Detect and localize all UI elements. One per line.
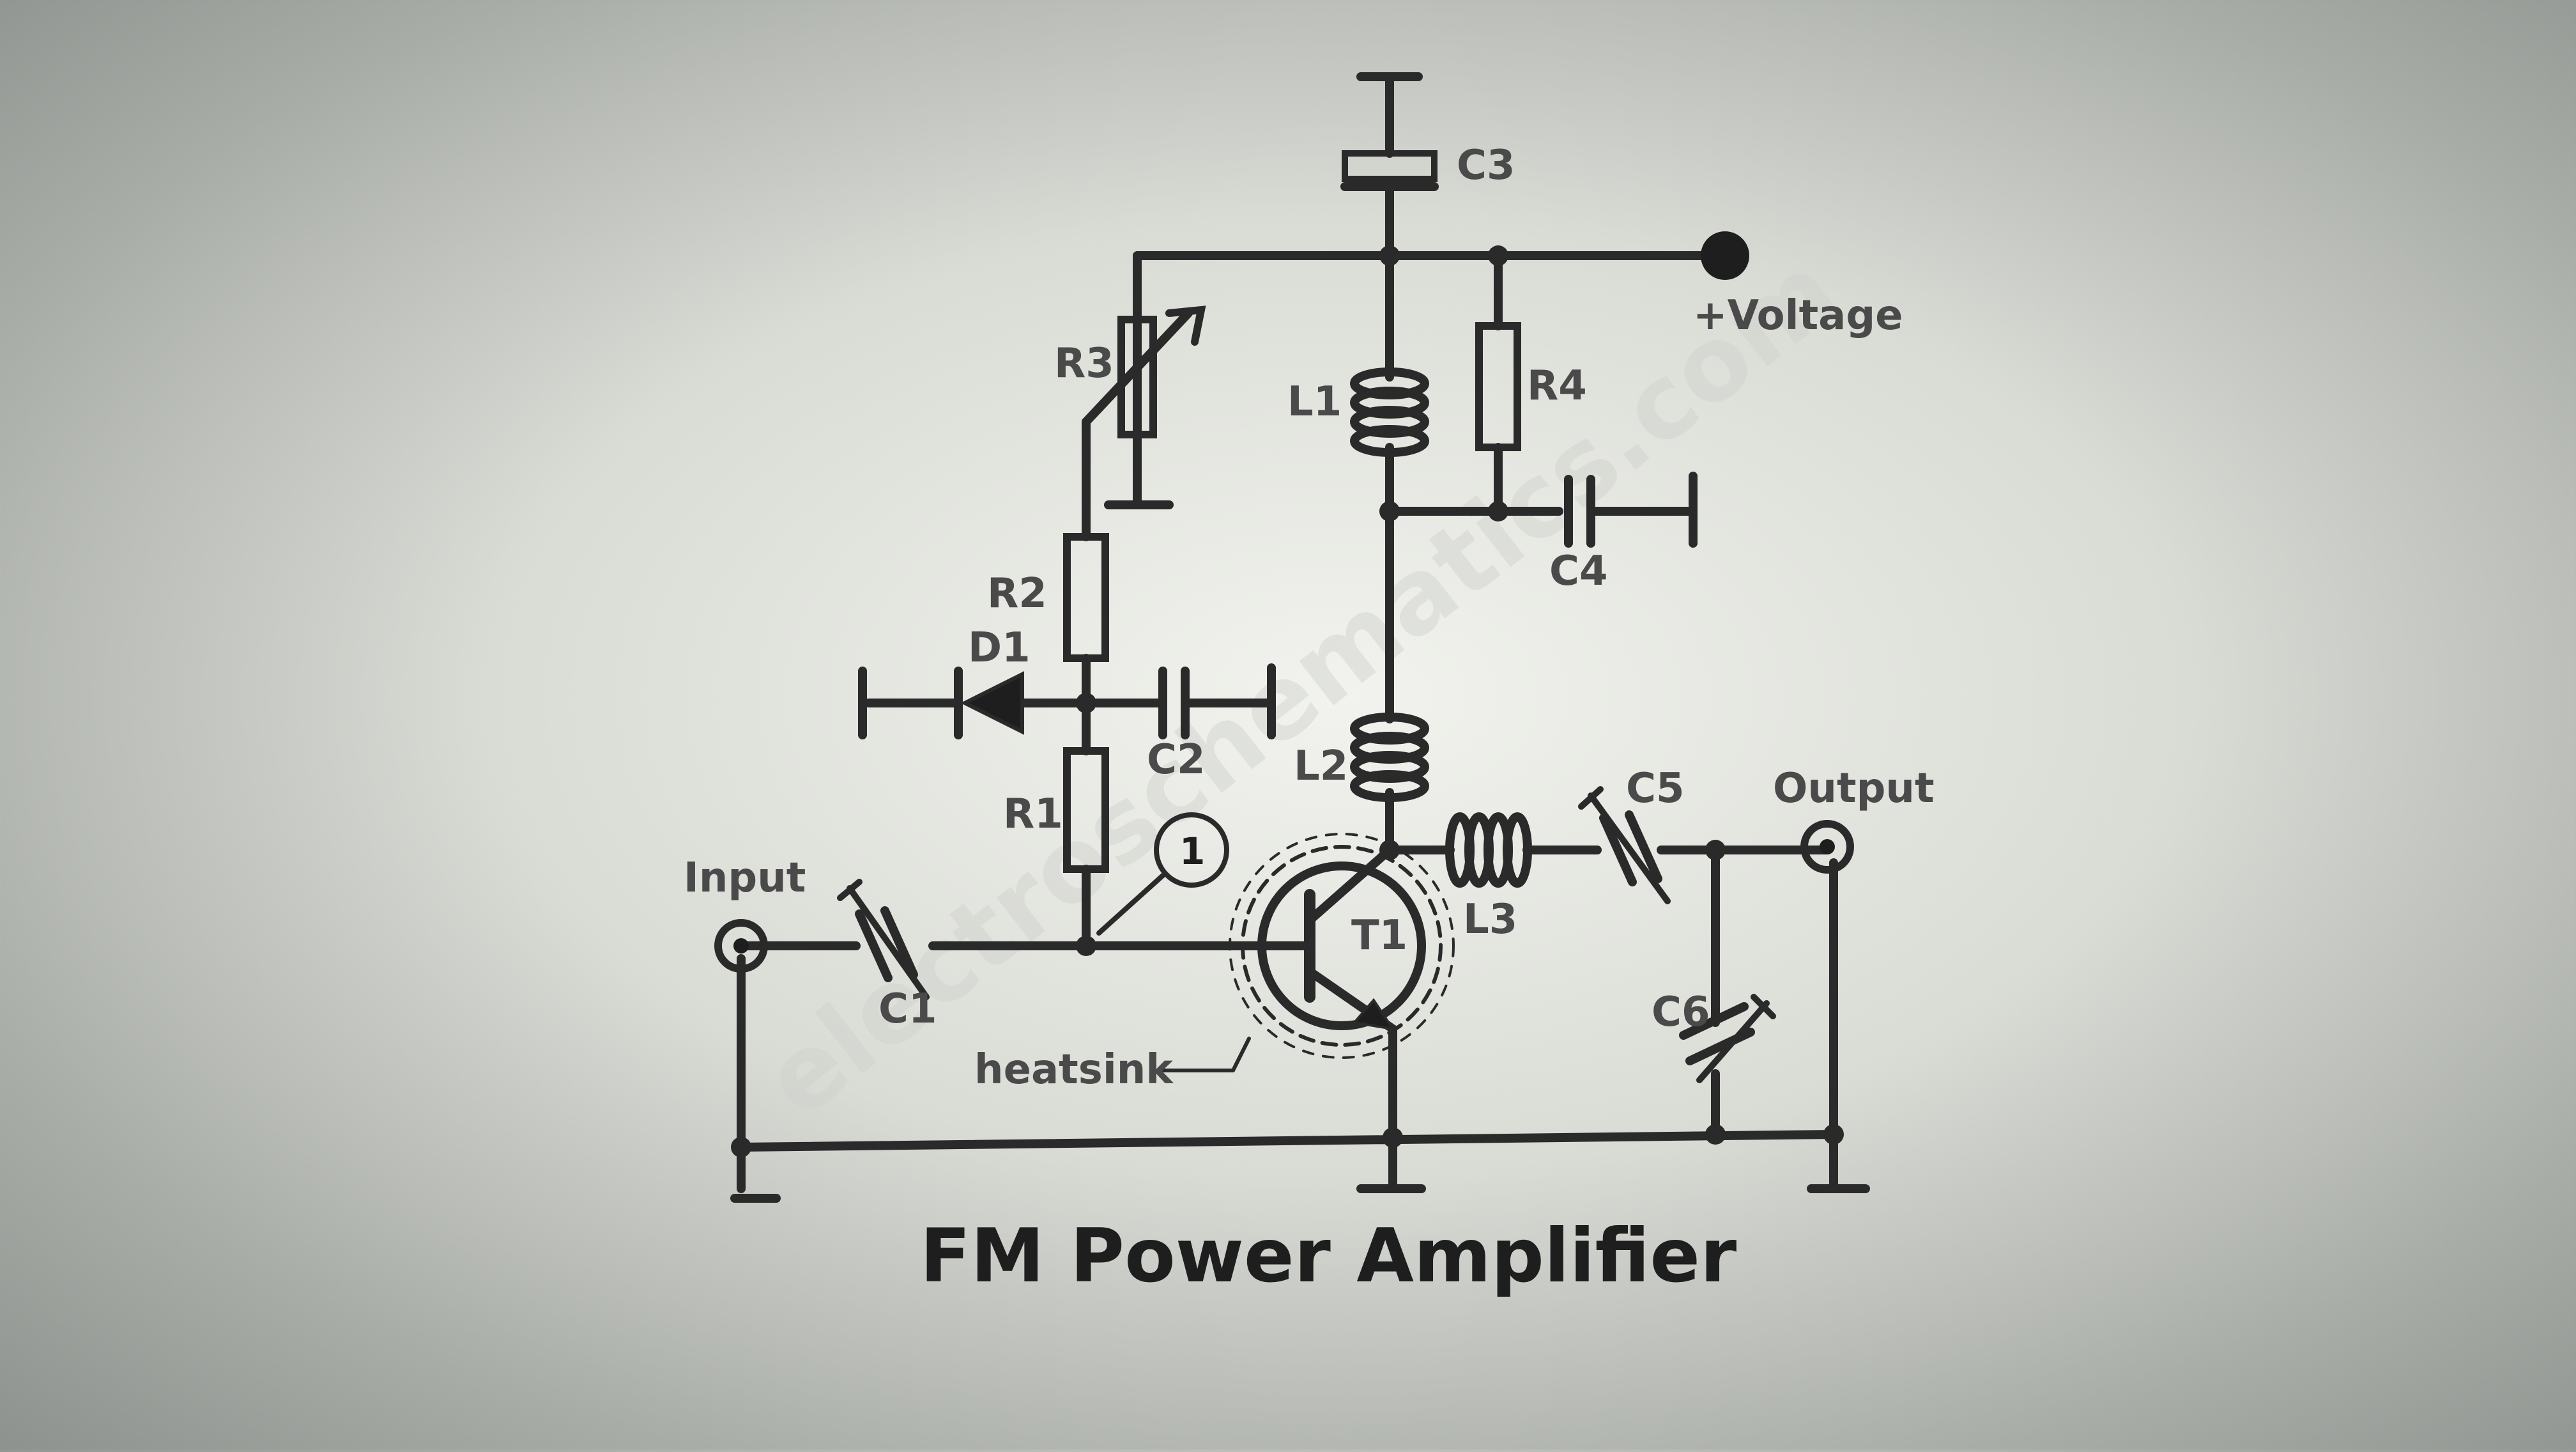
label-c3: C3	[1457, 142, 1515, 189]
transistor-t1	[1229, 833, 1455, 1059]
label-c2: C2	[1147, 736, 1206, 784]
voltage-terminal	[1701, 231, 1749, 280]
capacitor-c2	[1158, 663, 1276, 739]
resistor-r2	[1063, 533, 1109, 662]
label-d1: D1	[968, 624, 1031, 672]
label-l2: L2	[1294, 743, 1348, 790]
label-r2: R2	[987, 570, 1047, 617]
diode-d1	[858, 667, 1024, 739]
label-r1: R1	[1003, 791, 1063, 838]
label-l3: L3	[1463, 896, 1517, 943]
variable-capacitor-c6	[1679, 994, 1776, 1083]
label-c1: C1	[878, 985, 937, 1033]
label-t1: T1	[1351, 912, 1407, 959]
label-l1: L1	[1287, 378, 1342, 426]
ground-symbols	[730, 1184, 1870, 1203]
variable-resistor-r3	[1082, 305, 1206, 509]
label-output: Output	[1773, 765, 1935, 812]
marker-1: 1	[1096, 812, 1229, 936]
variable-capacitor-c1	[837, 879, 930, 1000]
capacitor-c3	[1340, 72, 1439, 191]
variable-capacitor-c5	[1578, 786, 1671, 904]
resistor-r1	[1063, 747, 1109, 873]
label-c5: C5	[1626, 765, 1685, 812]
label-voltage: +Voltage	[1693, 292, 1903, 339]
label-r4: R4	[1527, 362, 1587, 410]
capacitor-c4	[1564, 472, 1698, 548]
label-r3: R3	[1054, 340, 1114, 387]
label-heatsink: heatsink	[974, 1046, 1174, 1093]
junctions	[731, 245, 1844, 1157]
label-c6: C6	[1652, 989, 1710, 1036]
inductor-l2	[1350, 713, 1429, 802]
svg-text:1: 1	[1179, 830, 1205, 873]
output-terminal	[1800, 820, 1854, 874]
inductor-l3	[1445, 812, 1532, 888]
label-c4: C4	[1549, 548, 1608, 595]
resistor-r4	[1475, 322, 1521, 451]
input-terminal	[714, 919, 768, 973]
label-input: Input	[684, 854, 806, 902]
inductor-l1	[1350, 367, 1429, 457]
diagram-title: FM Power Amplifier	[920, 1213, 1736, 1299]
heatsink-pointer	[1161, 1037, 1251, 1072]
